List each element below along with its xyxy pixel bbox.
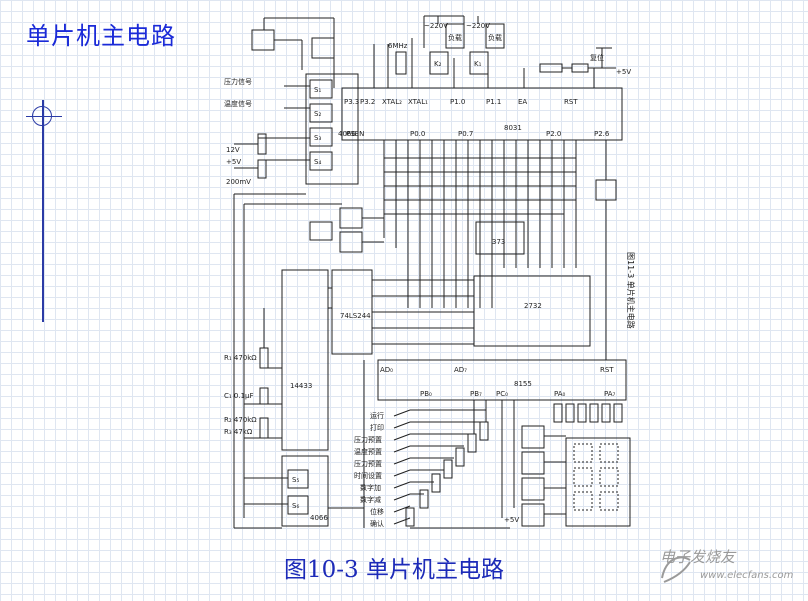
reset-resistor-2 (571, 63, 589, 73)
side-caption: 图11-3 单片机主电路 (626, 252, 636, 329)
switch-s2-label: S₂ (314, 110, 321, 118)
adc-part-r2: R₂ 470kΩ (224, 416, 257, 424)
adc-part-r1: R₁ 470kΩ (224, 354, 257, 362)
pin-xtal1: XTAL₁ (408, 98, 428, 106)
pin-p10: P1.0 (450, 98, 465, 106)
key-label-pressure-preset: 压力预置 (354, 435, 382, 444)
key-label-pressure-preset-2: 压力预置 (354, 459, 382, 468)
latch-label: 373 (492, 238, 505, 246)
pin-p33: P3.3 (344, 98, 359, 106)
latch-373 (475, 221, 525, 255)
pressure-signal-label: 压力信号 (224, 77, 252, 86)
pin-pc0: PC₀ (496, 390, 508, 398)
pin-8155-rst: RST (600, 366, 614, 374)
vcc-label: +5V (616, 68, 631, 76)
v12-label: 12V (226, 146, 240, 154)
watermark-brand: 电子发烧友 (660, 548, 736, 566)
key-label-confirm: 确认 (370, 519, 384, 528)
buffer-label: 74LS244 (340, 312, 371, 320)
pin-pb0: PB₀ (420, 390, 432, 398)
watermark-url: www.elecfans.com (700, 570, 794, 581)
key-label-shift: 位移 (370, 507, 384, 516)
adc-part-r3: R₃ 47kΩ (224, 428, 253, 436)
switch-s3-label: S₃ (314, 134, 321, 142)
mcu-label: 8031 (504, 124, 522, 132)
watermark-logo-icon (661, 556, 691, 583)
pin-pa0: PA₀ (554, 390, 566, 398)
bottom-vcc-label: +5V (504, 516, 519, 524)
pin-psen: PSEN (346, 130, 364, 138)
eprom-label: 2732 (524, 302, 542, 310)
pin-xtal2: XTAL₂ (382, 98, 402, 106)
keypad-switches (393, 409, 486, 525)
relay-k2 (429, 51, 449, 75)
seven-segment-display (565, 437, 631, 527)
gate-1 (251, 29, 275, 51)
vac2-label: ~220V (466, 22, 490, 30)
v5-label: +5V (226, 158, 241, 166)
switch-s5-label: S₅ (292, 476, 299, 484)
adc-resistor-r1 (259, 347, 269, 369)
pin-p07: P0.7 (458, 130, 473, 138)
key-label-print: 打印 (370, 423, 384, 432)
key-label-digit-up: 数字加 (360, 483, 381, 492)
reset-resistor (539, 63, 563, 73)
switch-4066-top (305, 73, 359, 185)
switch-top-label: 4066 (338, 130, 356, 138)
adc-14433 (281, 269, 329, 451)
crystal (395, 51, 407, 75)
inverter (595, 179, 617, 201)
switch-4066-bottom (281, 455, 329, 527)
r200-label: 200mV (226, 178, 251, 186)
pin-ad7: AD₇ (454, 366, 467, 374)
pin-p26: P2.6 (594, 130, 610, 138)
pin-p00: P0.0 (410, 130, 425, 138)
relay-k1 (469, 51, 489, 75)
pin-pa7: PA₇ (604, 390, 616, 398)
temperature-signal-label: 温度信号 (224, 99, 252, 108)
key-label-temp-preset: 温度预置 (354, 447, 382, 456)
crystal-label: 6MHz (388, 42, 408, 50)
load2-label: 负载 (488, 33, 502, 42)
pin-p11: P1.1 (486, 98, 501, 106)
figure-caption: 图10-3 单片机主电路 (284, 557, 504, 583)
switch-s6-label: S₆ (292, 502, 299, 510)
load-2 (485, 23, 505, 49)
mcu-8031-chip (341, 87, 623, 141)
key-label-digit-down: 数字减 (360, 495, 381, 504)
pin-rst: RST (564, 98, 578, 106)
decorative-guide-line (42, 100, 44, 322)
gate-2 (311, 37, 335, 59)
pin-p32: P3.2 (360, 98, 375, 106)
k2-label: K₁ (474, 60, 482, 68)
vac1-label: ~220V (424, 22, 448, 30)
adc-part-c1: C₁ 0.1μF (224, 392, 254, 400)
pin-ea: EA (518, 98, 527, 106)
io-label: 8155 (514, 380, 532, 388)
pin-p20: P2.0 (546, 130, 561, 138)
adc-label: 14433 (290, 382, 312, 390)
divider-resistor (257, 133, 267, 155)
switch-bottom-label: 4066 (310, 514, 328, 522)
eprom-2732 (473, 275, 591, 347)
switch-s1-label: S₁ (314, 86, 321, 94)
key-label-time-set: 时间设置 (354, 471, 382, 480)
key-label-run: 运行 (370, 411, 384, 420)
switch-s4-label: S₄ (314, 158, 321, 166)
pin-ad0: AD₀ (380, 366, 393, 374)
load1-label: 负载 (448, 33, 462, 42)
slide-title: 单片机主电路 (26, 22, 176, 50)
pin-pb7: PB₇ (470, 390, 482, 398)
reset-label: 复位 (590, 53, 604, 62)
k1-label: K₂ (434, 60, 442, 68)
circuit-schematic: 8031 373 2732 74LS244 8155 14433 4066 40… (224, 15, 636, 529)
decorative-guide-circle (32, 106, 52, 126)
